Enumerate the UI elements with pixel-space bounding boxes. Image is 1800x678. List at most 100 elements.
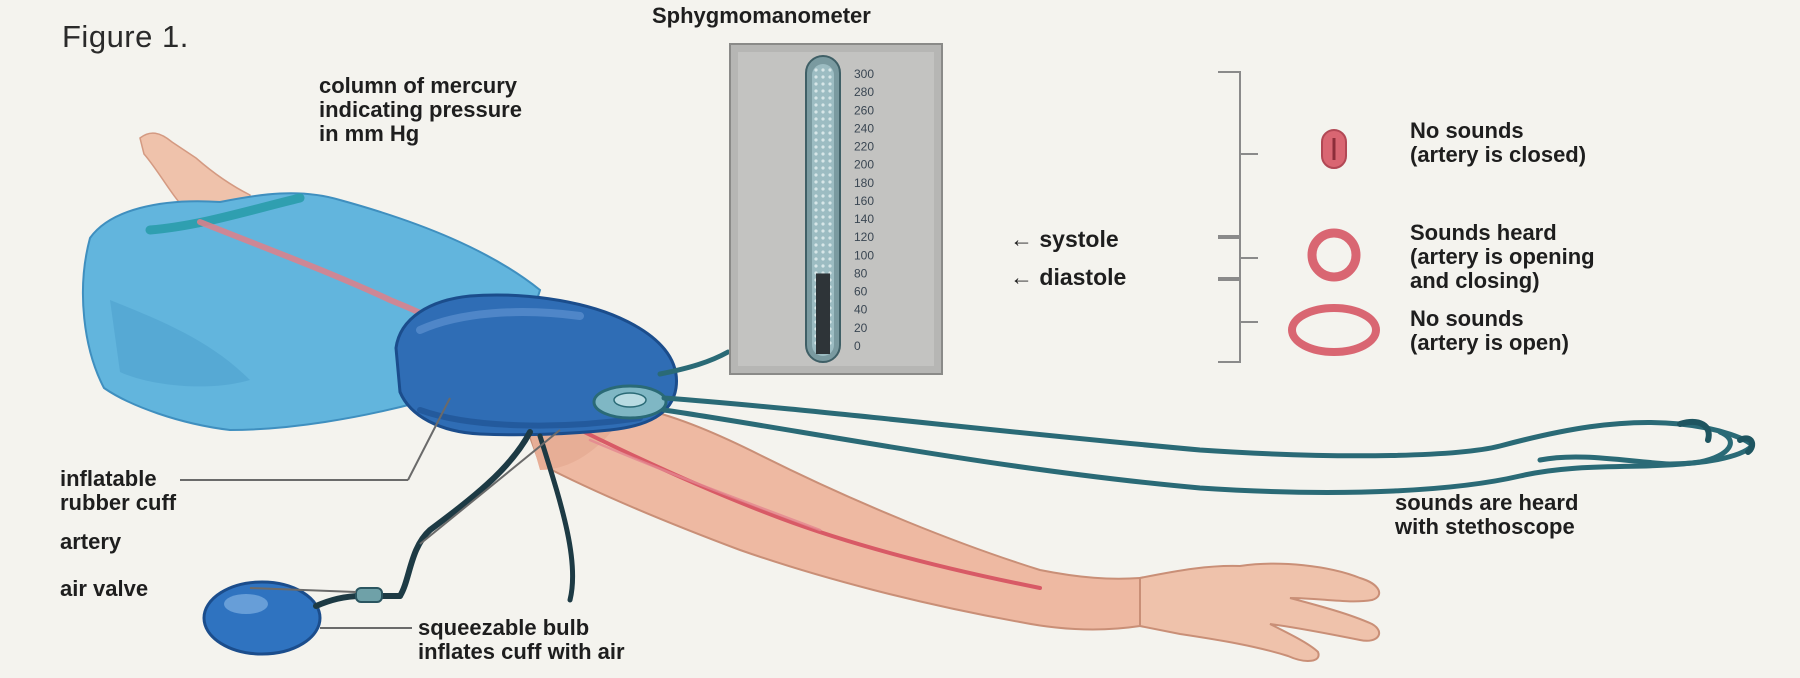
tube-graduation-dot bbox=[814, 173, 817, 176]
tube-graduation-dot bbox=[828, 96, 831, 99]
bulb-highlight bbox=[224, 594, 268, 614]
tube-graduation-dot bbox=[821, 131, 824, 134]
mercury-label-line: column of mercury bbox=[319, 74, 522, 98]
tube-graduation-dot bbox=[814, 222, 817, 225]
figure-label: Figure 1. bbox=[62, 20, 189, 54]
tube-graduation-dot bbox=[828, 236, 831, 239]
tube-graduation-dot bbox=[828, 103, 831, 106]
diastole-label: ← diastole bbox=[1010, 265, 1126, 289]
tube-graduation-dot bbox=[821, 68, 824, 71]
state-line: No sounds bbox=[1410, 307, 1569, 331]
tube-graduation-dot bbox=[821, 236, 824, 239]
tube-graduation-dot bbox=[814, 145, 817, 148]
tube-graduation-dot bbox=[828, 243, 831, 246]
artery-label: artery bbox=[60, 530, 121, 554]
tube-graduation-dot bbox=[821, 180, 824, 183]
tube-graduation-dot bbox=[814, 138, 817, 141]
tube-graduation-dot bbox=[814, 201, 817, 204]
tube-graduation-dot bbox=[828, 68, 831, 71]
tube-graduation-dot bbox=[821, 159, 824, 162]
tube-graduation-dot bbox=[828, 159, 831, 162]
tube-graduation-dot bbox=[828, 201, 831, 204]
cuff-label-line: rubber cuff bbox=[60, 491, 176, 515]
tube-graduation-dot bbox=[814, 96, 817, 99]
tube-graduation-dot bbox=[828, 89, 831, 92]
tube-graduation-dot bbox=[821, 152, 824, 155]
mercury-label-line: in mm Hg bbox=[319, 122, 522, 146]
stethoscope-label-line: sounds are heard bbox=[1395, 491, 1578, 515]
tube-graduation-dot bbox=[821, 103, 824, 106]
tube-graduation-dot bbox=[828, 166, 831, 169]
stethoscope-label: sounds are heard with stethoscope bbox=[1395, 491, 1578, 539]
tube-graduation-dot bbox=[828, 82, 831, 85]
tube-graduation-dot bbox=[821, 89, 824, 92]
scale-tick-label: 260 bbox=[854, 103, 874, 117]
tube-graduation-dot bbox=[821, 229, 824, 232]
state-line: Sounds heard bbox=[1410, 221, 1595, 245]
tube-graduation-dot bbox=[814, 250, 817, 253]
tube-graduation-dot bbox=[814, 166, 817, 169]
tube-graduation-dot bbox=[821, 110, 824, 113]
tube-graduation-dot bbox=[821, 138, 824, 141]
scale-tick-label: 0 bbox=[854, 339, 861, 353]
tube-graduation-dot bbox=[821, 243, 824, 246]
air-valve bbox=[356, 588, 382, 602]
tube-graduation-dot bbox=[814, 68, 817, 71]
tube-graduation-dot bbox=[828, 180, 831, 183]
tube-graduation-dot bbox=[814, 152, 817, 155]
state-line: No sounds bbox=[1410, 119, 1586, 143]
tube-graduation-dot bbox=[814, 264, 817, 267]
tube-graduation-dot bbox=[814, 117, 817, 120]
tube-graduation-dot bbox=[828, 131, 831, 134]
tube-graduation-dot bbox=[814, 236, 817, 239]
tube-graduation-dot bbox=[814, 89, 817, 92]
tube-graduation-dot bbox=[814, 131, 817, 134]
tube-graduation-dot bbox=[814, 229, 817, 232]
tube-graduation-dot bbox=[828, 194, 831, 197]
tube-graduation-dot bbox=[828, 173, 831, 176]
tube-graduation-dot bbox=[828, 124, 831, 127]
tube-graduation-dot bbox=[828, 264, 831, 267]
tube-graduation-dot bbox=[821, 222, 824, 225]
tube-graduation-dot bbox=[814, 82, 817, 85]
tube-graduation-dot bbox=[821, 257, 824, 260]
tube-graduation-dot bbox=[828, 110, 831, 113]
tube-graduation-dot bbox=[821, 166, 824, 169]
scale-tick-label: 300 bbox=[854, 67, 874, 81]
tube-graduation-dot bbox=[814, 75, 817, 78]
scale-tick-label: 20 bbox=[854, 321, 868, 335]
tube-graduation-dot bbox=[821, 194, 824, 197]
state-line: (artery is closed) bbox=[1410, 143, 1586, 167]
tube-graduation-dot bbox=[814, 124, 817, 127]
tube-graduation-dot bbox=[821, 250, 824, 253]
bulb-label-line: inflates cuff with air bbox=[418, 640, 625, 664]
scale-tick-label: 100 bbox=[854, 248, 874, 262]
scale-tick-label: 140 bbox=[854, 212, 874, 226]
tube-graduation-dot bbox=[828, 222, 831, 225]
tube-graduation-dot bbox=[821, 96, 824, 99]
diagram-title: Sphygmomanometer bbox=[652, 4, 871, 28]
scale-tick-label: 60 bbox=[854, 285, 868, 299]
tube-graduation-dot bbox=[814, 194, 817, 197]
tube-graduation-dot bbox=[814, 110, 817, 113]
tube-graduation-dot bbox=[821, 215, 824, 218]
scale-tick-label: 180 bbox=[854, 176, 874, 190]
tube-graduation-dot bbox=[821, 201, 824, 204]
tube-graduation-dot bbox=[821, 264, 824, 267]
stethoscope-label-line: with stethoscope bbox=[1395, 515, 1578, 539]
artery-state-open: No sounds (artery is open) bbox=[1410, 307, 1569, 355]
tube-graduation-dot bbox=[828, 208, 831, 211]
tube-graduation-dot bbox=[821, 187, 824, 190]
tube-graduation-dot bbox=[828, 229, 831, 232]
scale-tick-label: 160 bbox=[854, 194, 874, 208]
air-valve-label: air valve bbox=[60, 577, 148, 601]
state-line: (artery is open) bbox=[1410, 331, 1569, 355]
tube-graduation-dot bbox=[814, 180, 817, 183]
bulb-label: squeezable bulb inflates cuff with air bbox=[418, 616, 625, 664]
artery-state-opening: Sounds heard (artery is opening and clos… bbox=[1410, 221, 1595, 293]
mercury-label-line: indicating pressure bbox=[319, 98, 522, 122]
mercury-column bbox=[816, 273, 830, 354]
tube-graduation-dot bbox=[814, 187, 817, 190]
state-line: and closing) bbox=[1410, 269, 1595, 293]
